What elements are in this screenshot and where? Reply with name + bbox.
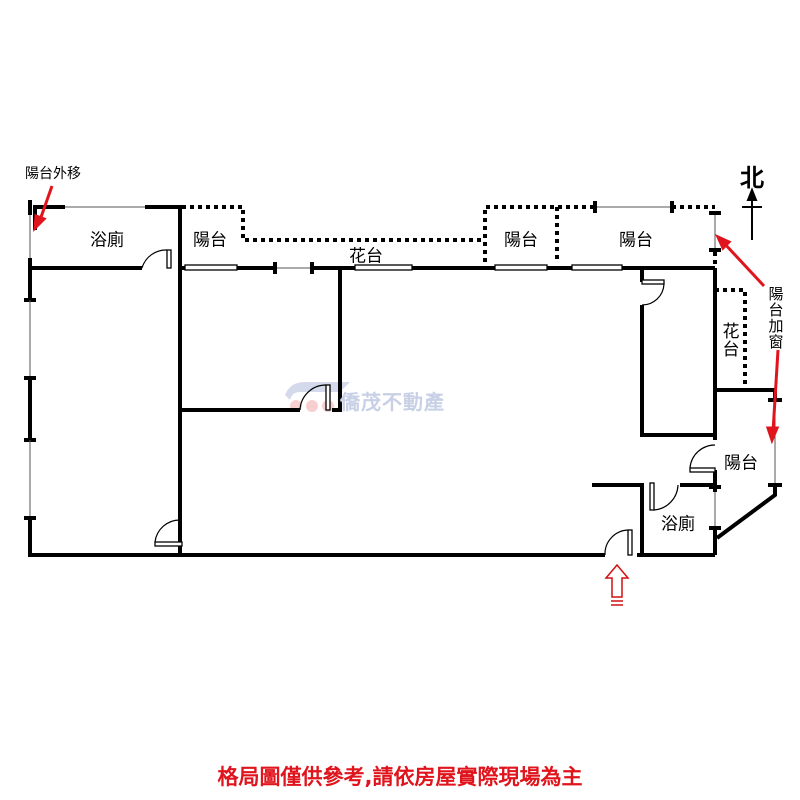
- north-label: 北: [740, 164, 764, 192]
- disclaimer: 格局圖僅供參考,請依房屋實際現場為主: [217, 765, 583, 789]
- balcony-right-label: 陽台: [724, 453, 758, 474]
- doors: [141, 249, 716, 556]
- balcony-1-label: 陽台: [193, 230, 227, 251]
- bathroom-top-left-label: 浴廁: [90, 230, 124, 251]
- entry-arrow-icon: [604, 563, 630, 606]
- watermark: 僑茂不動產: [340, 390, 445, 414]
- annotation-arrows: [33, 185, 780, 445]
- balcony-3-label: 陽台: [619, 230, 653, 251]
- balcony-moved-out-label: 陽台外移: [25, 166, 81, 182]
- planter-right-label: 花台: [718, 322, 739, 358]
- bathroom-right-label: 浴廁: [661, 514, 695, 535]
- windows: [184, 264, 623, 271]
- north-arrow-icon: [742, 187, 762, 240]
- balcony-2-label: 陽台: [504, 230, 538, 251]
- balcony-add-window-label: 陽台加窗: [766, 286, 785, 350]
- walls: [24, 200, 782, 557]
- planter-top-label: 花台: [349, 246, 383, 267]
